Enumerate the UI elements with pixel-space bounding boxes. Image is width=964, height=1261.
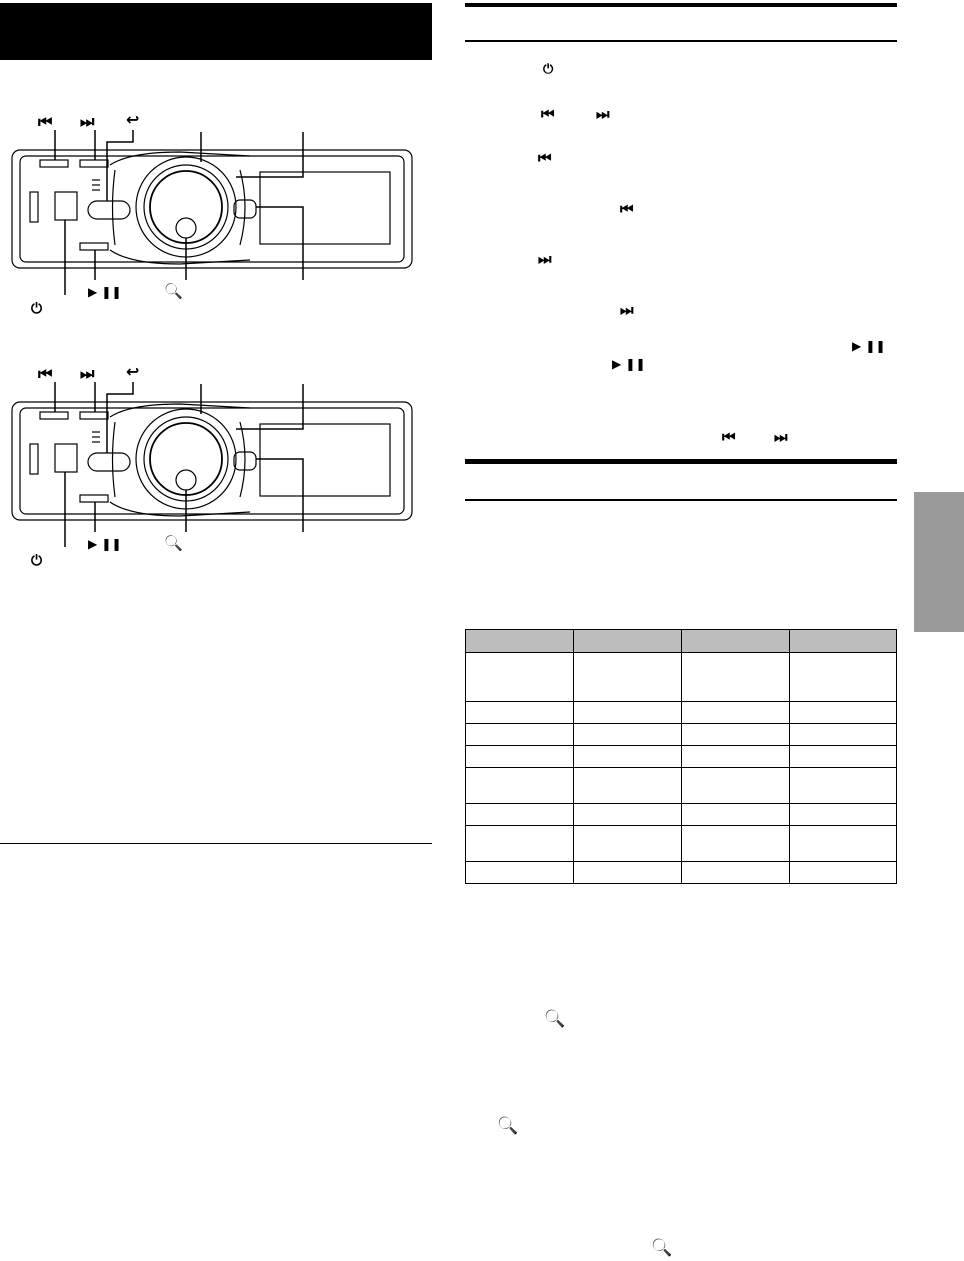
previous-track-icon: ⏮: [38, 112, 53, 131]
table-cell: [789, 861, 897, 884]
right-top-rule-thin: [465, 40, 897, 42]
table-row: [465, 861, 897, 884]
table-cell: [681, 767, 791, 804]
power-icon: ⏻: [31, 553, 43, 569]
search-icon: 🔍: [497, 1116, 519, 1136]
search-icon: 🔍: [164, 282, 183, 300]
table-header-row: [465, 629, 897, 653]
play-pause-icon: ▶ ❚❚: [852, 339, 886, 353]
table-cell: [465, 767, 574, 804]
next-track-icon: ⏭: [80, 364, 95, 383]
search-icon: 🔍: [164, 534, 183, 552]
table-cell: [572, 745, 683, 768]
next-track-icon: ⏭: [596, 105, 610, 123]
table-row: [465, 652, 897, 702]
table-cell: [789, 803, 897, 826]
search-icon: 🔍: [651, 1238, 673, 1258]
next-track-icon: ⏭: [538, 250, 552, 268]
power-icon: ⏻: [543, 62, 554, 77]
table-cell: [789, 745, 897, 768]
table-cell: [572, 652, 683, 702]
previous-track-icon: ⏮: [538, 149, 552, 167]
table-cell: [465, 861, 574, 884]
table-header-cell: [789, 629, 897, 653]
previous-track-icon: ⏮: [620, 200, 634, 218]
head-unit-illustration: [11, 130, 413, 295]
previous-track-icon: ⏮: [722, 428, 736, 446]
chapter-side-tab: [914, 492, 964, 632]
right-mid-rule-thick: [465, 459, 897, 464]
table-cell: [572, 723, 683, 746]
table-cell: [572, 861, 683, 884]
table-cell: [572, 701, 683, 724]
return-icon: ↩: [126, 362, 140, 381]
device-diagram-top: ⏮ ⏭ ↩ ⏻ ▶ ❚❚ 🔍: [0, 100, 432, 325]
table-cell: [465, 723, 574, 746]
section-header-bar: [0, 3, 432, 60]
table-cell: [681, 861, 791, 884]
power-icon: ⏻: [31, 301, 43, 317]
head-unit-illustration: [11, 382, 413, 547]
table-cell: [681, 652, 791, 702]
table-cell: [681, 803, 791, 826]
table-cell: [681, 745, 791, 768]
table-row: [465, 825, 897, 862]
next-track-icon: ⏭: [774, 428, 788, 446]
return-icon: ↩: [126, 110, 140, 129]
play-pause-icon: ▶ ❚❚: [612, 357, 646, 371]
table-header-cell: [465, 629, 574, 653]
table-row: [465, 803, 897, 826]
search-icon: 🔍: [544, 1009, 566, 1029]
table-cell: [465, 803, 574, 826]
table-cell: [681, 701, 791, 724]
device-diagram-bottom: ⏮ ⏭ ↩ ⏻ ▶ ❚❚ 🔍: [0, 352, 432, 577]
play-pause-icon: ▶ ❚❚: [88, 537, 122, 551]
spec-table: [465, 629, 897, 884]
next-track-icon: ⏭: [80, 112, 95, 131]
left-section-divider: [0, 843, 432, 844]
right-mid-rule-thin: [465, 499, 897, 501]
table-cell: [572, 803, 683, 826]
table-cell: [465, 701, 574, 724]
table-cell: [789, 767, 897, 804]
table-header-cell: [572, 629, 683, 653]
previous-track-icon: ⏮: [541, 105, 555, 123]
table-row: [465, 745, 897, 768]
table-cell: [789, 701, 897, 724]
right-top-rule-thick: [465, 3, 897, 7]
play-pause-icon: ▶ ❚❚: [88, 285, 122, 299]
table-row: [465, 723, 897, 746]
table-cell: [465, 652, 574, 702]
table-row: [465, 701, 897, 724]
next-track-icon: ⏭: [620, 301, 634, 319]
table-cell: [789, 652, 897, 702]
table-row: [465, 767, 897, 804]
table-cell: [572, 767, 683, 804]
table-cell: [465, 745, 574, 768]
table-header-cell: [681, 629, 791, 653]
table-cell: [789, 723, 897, 746]
table-cell: [681, 723, 791, 746]
table-cell: [572, 825, 683, 862]
table-cell: [681, 825, 791, 862]
previous-track-icon: ⏮: [38, 364, 53, 383]
table-cell: [789, 825, 897, 862]
table-cell: [465, 825, 574, 862]
